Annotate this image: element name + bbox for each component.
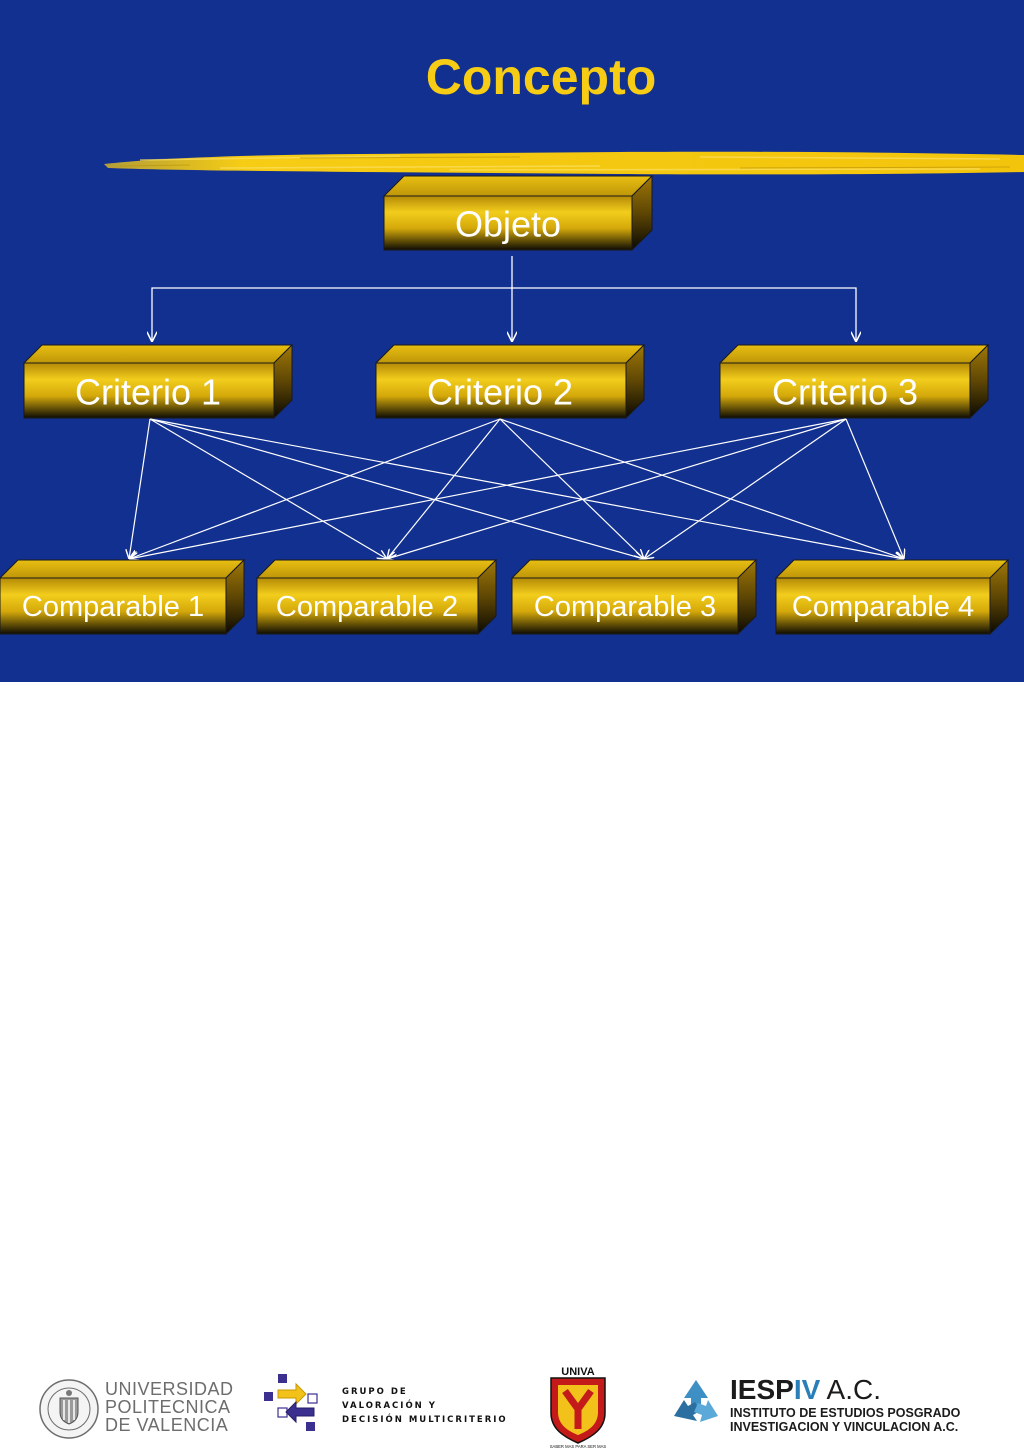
slide-title: Concepto	[425, 49, 657, 105]
iespiv-title: IESPIV A.C.	[730, 1374, 881, 1406]
upv-seal-logo	[39, 1379, 99, 1439]
iespiv-title-prefix: IESP	[730, 1374, 794, 1405]
edge-criterio-3-comparable-3	[644, 418, 847, 559]
footer-logos: UNIVERSIDAD POLITECNICA DE VALENCIA GRUP…	[0, 682, 1024, 1449]
upv-line-1: UNIVERSIDAD	[105, 1379, 234, 1399]
edge-criterio-2-comparable-2	[387, 418, 501, 559]
node-criterio-1: Criterio 1	[22, 343, 294, 420]
edge-criterio-1-comparable-2	[149, 418, 387, 559]
univa-shield-logo: UNIVA SABER MAS PARA SER MAS	[549, 1366, 607, 1449]
univa-motto: SABER MAS PARA SER MAS	[550, 1444, 607, 1449]
concept-diagram: Objeto Criterio 1 Criterio 2 Criterio 3	[0, 174, 1010, 636]
iespiv-title-accent: IV	[793, 1374, 821, 1405]
node-comparable-4-label: Comparable 4	[792, 591, 974, 623]
gvdm-line-2: VALORACIÓN Y	[342, 1401, 437, 1411]
edge-criterio-2-comparable-3	[499, 418, 644, 559]
iespiv-recycle-logo	[674, 1380, 718, 1422]
iespiv-line-2: INVESTIGACION Y VINCULACION A.C.	[730, 1420, 959, 1434]
edge-criterio-3-comparable-2	[387, 418, 847, 559]
objeto-edges	[152, 256, 856, 342]
node-comparable-3: Comparable 3	[510, 558, 758, 636]
gvdm-arrows-logo	[264, 1374, 318, 1431]
node-comparable-1: Comparable 1	[0, 558, 246, 636]
gvdm-line-3: DECISIÓN MULTICRITERIO	[342, 1415, 508, 1425]
edge-criterio-3-comparable-1	[129, 418, 847, 559]
edge-criterio-2-comparable-1	[129, 418, 501, 559]
title-underline-brushstroke	[104, 151, 1024, 175]
node-comparable-4: Comparable 4	[774, 558, 1010, 636]
node-comparable-3-label: Comparable 3	[534, 591, 716, 623]
upv-name: UNIVERSIDAD POLITECNICA DE VALENCIA	[105, 1380, 234, 1434]
upv-line-3: DE VALENCIA	[105, 1415, 229, 1435]
upv-line-2: POLITECNICA	[105, 1397, 231, 1417]
node-comparable-2-label: Comparable 2	[276, 591, 458, 623]
edge-criterio-1-comparable-3	[149, 418, 644, 559]
node-criterio-2-label: Criterio 2	[427, 372, 573, 413]
edge-criterio-2-comparable-4	[499, 418, 904, 559]
node-comparable-1-label: Comparable 1	[22, 591, 204, 623]
node-criterio-2: Criterio 2	[374, 343, 646, 420]
gvdm-line-1: GRUPO DE	[342, 1387, 408, 1397]
edge-criterio-3-comparable-4	[845, 418, 904, 559]
node-objeto: Objeto	[382, 174, 654, 252]
univa-name: UNIVA	[561, 1366, 594, 1378]
node-criterio-1-label: Criterio 1	[75, 372, 221, 413]
iespiv-title-suffix: A.C.	[820, 1374, 881, 1405]
edge-criterio-1-comparable-4	[149, 418, 904, 559]
node-criterio-3: Criterio 3	[718, 343, 990, 420]
gvdm-name: GRUPO DE VALORACIÓN Y DECISIÓN MULTICRIT…	[342, 1385, 508, 1427]
criterio-edges	[129, 418, 904, 559]
edge-objeto-criterio-3	[512, 287, 856, 342]
node-objeto-label: Objeto	[455, 204, 561, 245]
node-comparable-2: Comparable 2	[255, 558, 498, 636]
edge-criterio-1-comparable-1	[129, 418, 151, 559]
slide: Concepto	[0, 0, 1024, 682]
iespiv-line-1: INSTITUTO DE ESTUDIOS POSGRADO	[730, 1406, 961, 1420]
iespiv-subtitle: INSTITUTO DE ESTUDIOS POSGRADO INVESTIGA…	[730, 1406, 960, 1434]
edge-objeto-criterio-1	[152, 287, 512, 342]
node-criterio-3-label: Criterio 3	[772, 372, 918, 413]
